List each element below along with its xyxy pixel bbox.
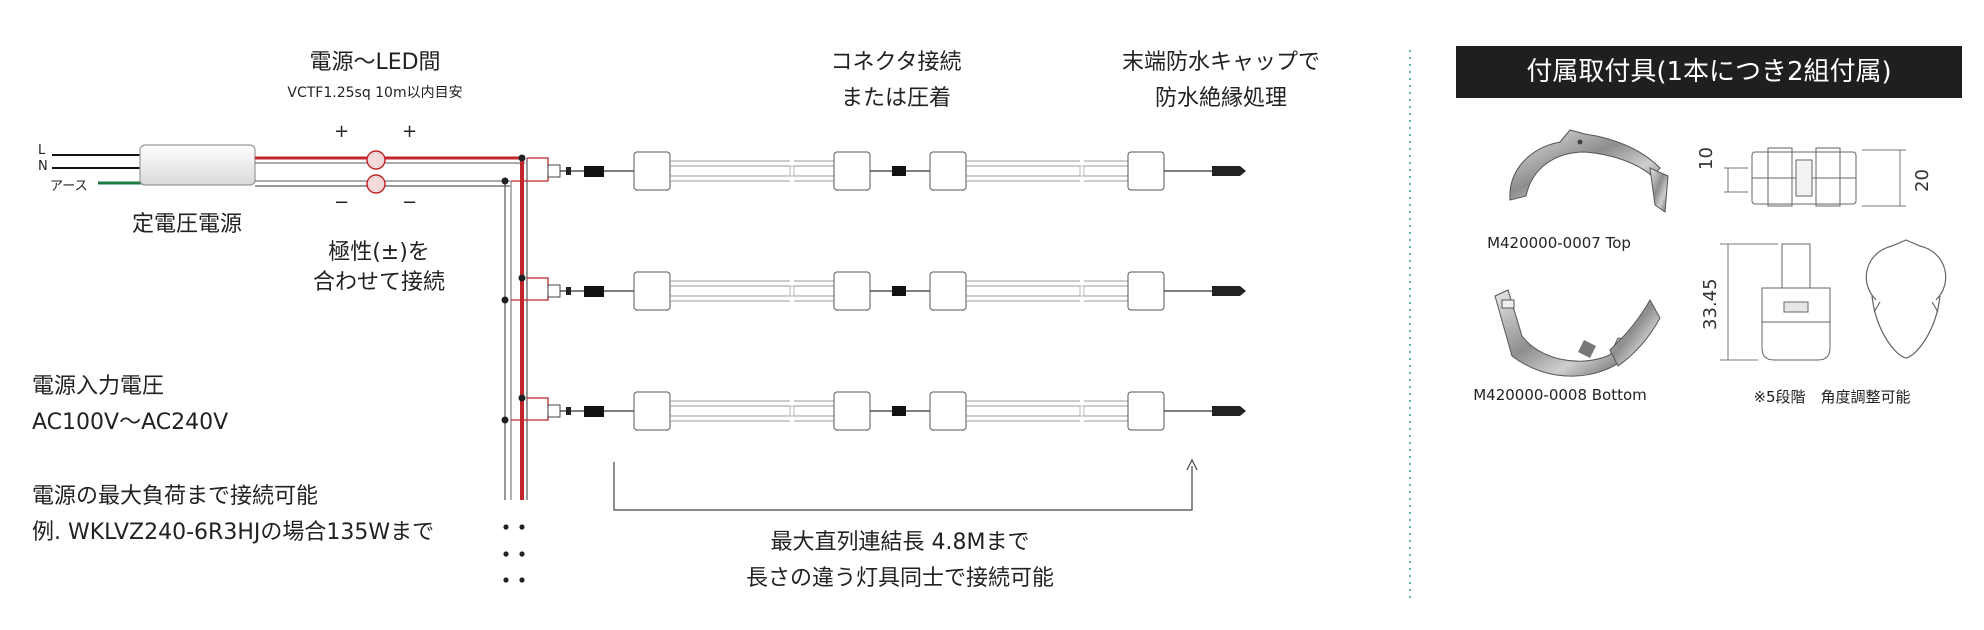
ac-input-wires xyxy=(52,154,142,185)
top-part-label: M420000-0007 Top xyxy=(1487,234,1631,252)
polarity-connectors xyxy=(366,150,386,194)
wire-label-l: L xyxy=(38,143,46,158)
minus-sign-1: − xyxy=(334,192,350,213)
bracket-arrow-head xyxy=(1186,458,1198,471)
psu-label: 定電圧電源 xyxy=(132,212,243,237)
max-length-bracket xyxy=(613,462,1193,511)
max-length-line2: 長さの違う灯具同士で接続可能 xyxy=(745,566,1054,591)
side-view-drawing xyxy=(1761,243,1831,361)
power-line-spec: VCTF1.25sq 10m以内目安 xyxy=(287,85,463,101)
dc-output-wires xyxy=(255,156,525,187)
input-voltage-line1: 電源入力電圧 xyxy=(32,374,165,399)
plus-sign-2: + xyxy=(402,121,418,142)
led-run-row-2 xyxy=(501,271,1246,311)
polarity-note-line2: 合わせて接続 xyxy=(312,270,445,295)
dim-33-45-label: 33.45 xyxy=(1700,278,1721,330)
dim-lines-side xyxy=(1720,243,1778,361)
accessory-title: 付属取付具(1本につき2組付属) xyxy=(1456,46,1962,98)
power-supply-box xyxy=(139,144,256,186)
connector-label-line1: コネクタ接続 xyxy=(830,50,962,75)
top-clip-image xyxy=(1509,129,1669,213)
clip-profile-drawing xyxy=(1865,239,1947,359)
dim-10-label: 10 xyxy=(1696,147,1717,170)
dim-20-label: 20 xyxy=(1912,169,1933,192)
minus-sign-2: − xyxy=(402,192,418,213)
bottom-clip-image xyxy=(1494,289,1661,377)
front-view-drawing xyxy=(1751,147,1857,207)
wire-label-earth: アース xyxy=(50,179,88,194)
input-voltage-line2: AC100V〜AC240V xyxy=(32,410,229,435)
max-load-line1: 電源の最大負荷まで接続可能 xyxy=(32,484,319,509)
continuation-dots xyxy=(503,524,525,583)
max-load-line2: 例. WKLVZ240-6R3HJの場合135Wまで xyxy=(32,520,435,545)
dim-lines-front xyxy=(1724,149,1906,207)
max-length-line1: 最大直列連結長 4.8Mまで xyxy=(770,530,1030,555)
wire-label-n: N xyxy=(38,159,48,174)
bottom-part-label: M420000-0008 Bottom xyxy=(1473,386,1647,404)
power-line-title: 電源〜LED間 xyxy=(309,50,441,75)
endcap-label-line2: 防水絶縁処理 xyxy=(1154,86,1287,111)
led-run-row-1 xyxy=(501,151,1246,191)
polarity-note-line1: 極性(±)を xyxy=(328,240,430,265)
vertical-bus xyxy=(504,158,528,500)
led-run-row-3 xyxy=(501,391,1246,431)
connector-label-line2: または圧着 xyxy=(840,86,951,111)
adjust-note: ※5段階 角度調整可能 xyxy=(1753,388,1911,406)
plus-sign-1: + xyxy=(334,121,350,142)
endcap-label-line1: 末端防水キャップで xyxy=(1121,50,1320,75)
